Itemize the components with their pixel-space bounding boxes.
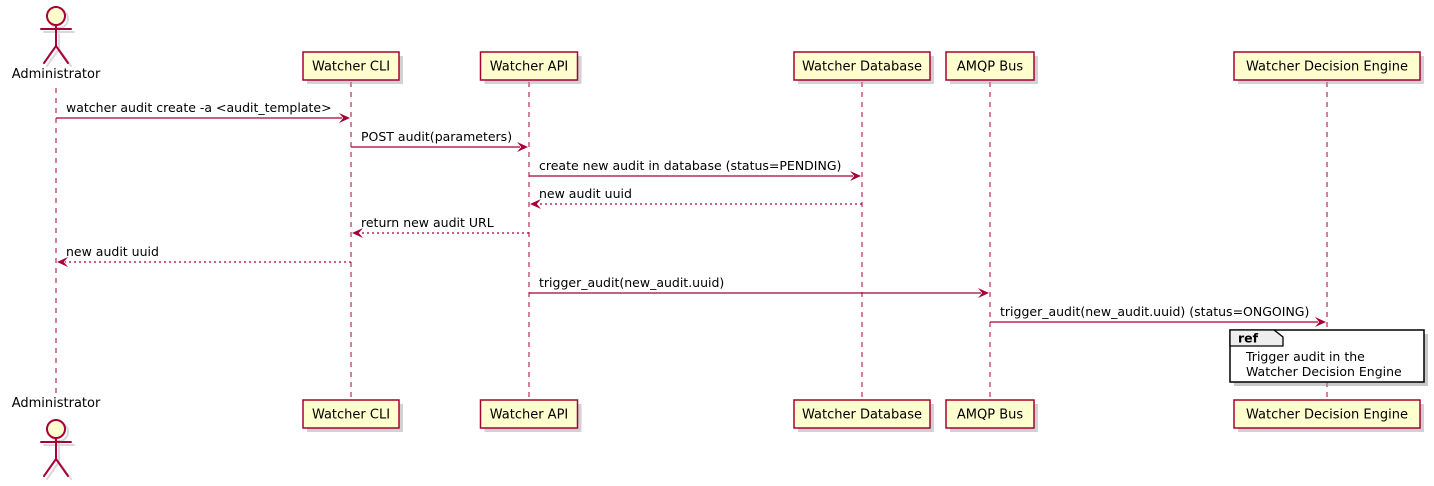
participant-label-api: Watcher API: [490, 408, 569, 423]
message-label-4: new audit uuid: [539, 186, 632, 201]
message-arrowhead-6: [57, 257, 68, 267]
message-arrowhead-2: [517, 142, 528, 152]
participant-box-db[interactable]: [793, 51, 931, 81]
message-2: POST audit(parameters): [351, 129, 528, 152]
message-label-6: new audit uuid: [66, 244, 159, 259]
participant-box-db[interactable]: [793, 399, 931, 429]
participant-label-db: Watcher Database: [802, 60, 922, 75]
participants-top-layer: Administrator Watcher CLI Watcher API Watch…: [12, 6, 1424, 84]
message-label-7: trigger_audit(new_audit.uuid): [539, 275, 724, 290]
message-4: new audit uuid: [530, 186, 862, 209]
message-5: return new audit URL: [352, 215, 529, 238]
participant-box-amqp[interactable]: [945, 51, 1035, 81]
participant-label-amqp: AMQP Bus: [957, 60, 1023, 75]
message-label-1: watcher audit create -a <audit_template>: [66, 100, 332, 115]
ref-frame-tab: [1229, 329, 1284, 347]
message-label-5: return new audit URL: [361, 215, 494, 230]
actor-head-admin[interactable]: [46, 6, 66, 26]
participant-box-cli[interactable]: [302, 399, 400, 429]
participant-label-cli: Watcher CLI: [312, 408, 390, 423]
message-arrowhead-1: [339, 113, 350, 123]
message-label-8: trigger_audit(new_audit.uuid) (status=ON…: [1000, 304, 1309, 319]
participant-box-api[interactable]: [479, 399, 579, 429]
ref-frame-tab-label: ref: [1238, 331, 1259, 346]
participant-label-decision: Watcher Decision Engine: [1246, 408, 1408, 423]
actor-label-bottom-admin: Administrator: [12, 396, 101, 411]
message-1: watcher audit create -a <audit_template>: [56, 100, 350, 123]
actor-body-shadow-bottom-admin: [43, 440, 75, 480]
participant-box-cli[interactable]: [302, 51, 400, 81]
ref-frame-text-line-1: Trigger audit in the: [1245, 349, 1365, 364]
participant-label-db: Watcher Database: [802, 408, 922, 423]
message-8: trigger_audit(new_audit.uuid) (status=ON…: [990, 304, 1326, 327]
messages-layer: watcher audit create -a <audit_template>…: [56, 100, 1326, 327]
message-arrowhead-5: [352, 228, 363, 238]
participant-label-api: Watcher API: [490, 60, 569, 75]
message-7: trigger_audit(new_audit.uuid): [529, 275, 989, 298]
message-6: new audit uuid: [57, 244, 351, 267]
actor-label-admin: Administrator: [12, 67, 101, 82]
message-arrowhead-7: [978, 288, 989, 298]
message-label-2: POST audit(parameters): [361, 129, 512, 144]
participant-box-api[interactable]: [479, 51, 579, 81]
actor-head-bottom-admin[interactable]: [46, 419, 66, 439]
participant-label-decision: Watcher Decision Engine: [1246, 60, 1408, 75]
message-3: create new audit in database (status=PEN…: [529, 158, 861, 181]
message-arrowhead-3: [850, 171, 861, 181]
ref-frame-text-line-2: Watcher Decision Engine: [1246, 364, 1402, 379]
message-arrowhead-8: [1315, 317, 1326, 327]
participant-box-amqp[interactable]: [945, 399, 1035, 429]
participant-box-decision[interactable]: [1233, 399, 1421, 429]
actor-body-admin[interactable]: [40, 24, 72, 64]
lifelines-layer: [55, 82, 1328, 400]
participant-label-amqp: AMQP Bus: [957, 408, 1023, 423]
message-label-3: create new audit in database (status=PEN…: [539, 158, 841, 173]
participant-box-decision[interactable]: [1233, 51, 1421, 81]
actor-body-bottom-admin[interactable]: [40, 437, 72, 477]
participant-label-cli: Watcher CLI: [312, 60, 390, 75]
message-arrowhead-4: [530, 199, 541, 209]
actor-body-shadow-admin: [43, 27, 75, 67]
